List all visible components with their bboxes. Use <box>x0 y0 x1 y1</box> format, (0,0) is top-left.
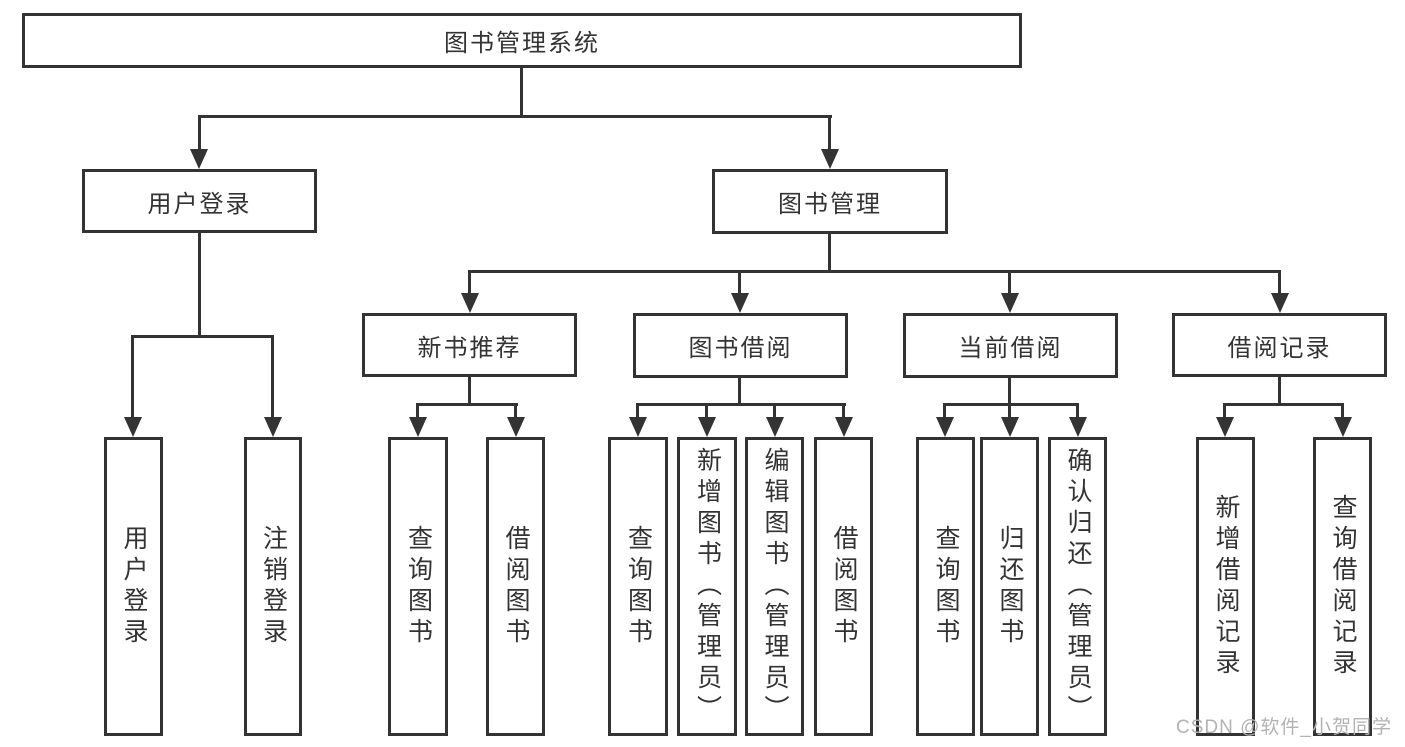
leaf-edit-book-admin: 编辑图书（管理员） <box>745 437 804 736</box>
leaf-confirm-return-admin: 确认归还（管理员） <box>1048 437 1107 736</box>
connector-line <box>1223 403 1344 406</box>
connector-line <box>943 403 1079 406</box>
connector-line <box>842 403 845 419</box>
connector-line <box>943 403 946 419</box>
connector-line <box>773 403 776 419</box>
node-root: 图书管理系统 <box>22 13 1022 68</box>
arrow-down-icon <box>1069 417 1087 437</box>
leaf-borrow-books-recommend-label: 借阅图书 <box>502 524 530 649</box>
csdn-watermark: CSDN @软件_小贺同学 <box>1176 717 1392 738</box>
node-book-management: 图书管理 <box>712 169 948 234</box>
connector-line <box>520 68 523 118</box>
leaf-return-book-label: 归还图书 <box>996 524 1024 649</box>
connector-line <box>1278 377 1281 406</box>
leaf-query-books-borrow: 查询图书 <box>608 437 668 736</box>
leaf-query-books-current-label: 查询图书 <box>932 524 960 649</box>
leaf-add-borrow-record-label: 新增借阅记录 <box>1212 493 1240 680</box>
leaf-add-book-admin: 新增图书（管理员） <box>677 437 737 736</box>
connector-line <box>1223 403 1226 419</box>
arrow-down-icon <box>1001 293 1019 313</box>
leaf-logout: 注销登录 <box>244 437 302 736</box>
arrow-down-icon <box>698 417 716 437</box>
arrow-down-icon <box>461 293 479 313</box>
leaf-query-books-recommend-label: 查询图书 <box>404 524 433 649</box>
connector-line <box>636 403 846 406</box>
arrow-down-icon <box>835 417 853 437</box>
arrow-down-icon <box>1216 417 1234 437</box>
arrow-down-icon <box>409 417 427 437</box>
leaf-query-books-borrow-label: 查询图书 <box>624 524 653 649</box>
connector-line <box>416 403 419 419</box>
connector-line <box>198 233 201 338</box>
arrow-down-icon <box>629 417 647 437</box>
connector-line <box>198 115 832 118</box>
connector-line <box>738 270 741 297</box>
leaf-return-book: 归还图书 <box>980 437 1039 736</box>
connector-line <box>468 377 471 406</box>
arrow-down-icon <box>766 417 784 437</box>
leaf-confirm-return-admin-label: 确认归还（管理员） <box>1064 447 1092 726</box>
leaf-edit-book-admin-label: 编辑图书（管理员） <box>761 447 789 726</box>
arrow-down-icon <box>124 417 142 437</box>
arrow-down-icon <box>1271 293 1289 313</box>
leaf-user-login: 用户登录 <box>104 437 163 736</box>
leaf-borrow-books-borrow-label: 借阅图书 <box>830 524 858 649</box>
arrow-down-icon <box>507 417 525 437</box>
node-book-borrow: 图书借阅 <box>633 313 848 378</box>
connector-line <box>1008 378 1011 406</box>
node-user-login: 用户登录 <box>82 169 317 233</box>
connector-line <box>131 335 134 419</box>
leaf-logout-label: 注销登录 <box>259 524 288 649</box>
leaf-query-borrow-record: 查询借阅记录 <box>1313 437 1372 736</box>
connector-line <box>514 403 517 419</box>
connector-line <box>1341 403 1344 419</box>
arrow-down-icon <box>936 417 954 437</box>
connector-line <box>828 115 831 153</box>
connector-line <box>738 378 741 406</box>
node-current-borrow: 当前借阅 <box>903 313 1118 378</box>
leaf-query-books-recommend: 查询图书 <box>388 437 448 736</box>
arrow-down-icon <box>190 149 208 169</box>
leaf-borrow-books-recommend: 借阅图书 <box>486 437 545 736</box>
node-borrow-records: 借阅记录 <box>1172 313 1387 377</box>
arrow-down-icon <box>821 149 839 169</box>
connector-line <box>131 335 274 338</box>
connector-line <box>1008 403 1011 419</box>
leaf-query-borrow-record-label: 查询借阅记录 <box>1329 493 1357 680</box>
arrow-down-icon <box>731 293 749 313</box>
connector-line <box>468 270 1281 273</box>
arrow-down-icon <box>1001 417 1019 437</box>
connector-line <box>271 335 274 419</box>
connector-line <box>198 115 201 153</box>
leaf-query-books-current: 查询图书 <box>916 437 975 736</box>
leaf-add-borrow-record: 新增借阅记录 <box>1196 437 1255 736</box>
connector-line <box>828 234 831 273</box>
connector-line <box>1076 403 1079 419</box>
arrow-down-icon <box>264 417 282 437</box>
leaf-user-login-label: 用户登录 <box>120 524 148 649</box>
connector-line <box>416 403 518 406</box>
connector-line <box>705 403 708 419</box>
node-new-book-recommend: 新书推荐 <box>362 313 577 377</box>
connector-line <box>1278 270 1281 297</box>
arrow-down-icon <box>1334 417 1352 437</box>
connector-line <box>1008 270 1011 297</box>
leaf-borrow-books-borrow: 借阅图书 <box>814 437 873 736</box>
leaf-add-book-admin-label: 新增图书（管理员） <box>693 447 722 726</box>
connector-line <box>636 403 639 419</box>
connector-line <box>468 270 471 297</box>
